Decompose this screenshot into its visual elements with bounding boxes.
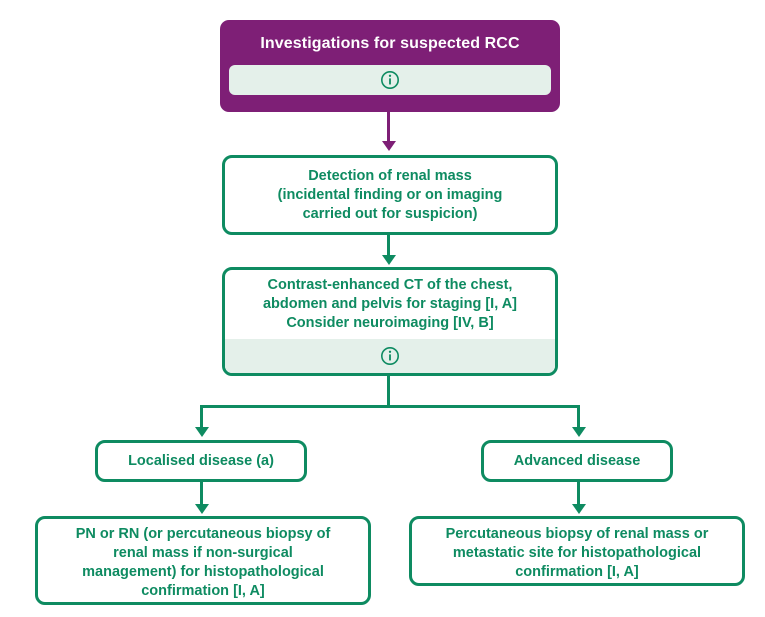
connector-localised-to-treatment (200, 482, 203, 506)
connector-advanced-to-treatment (577, 482, 580, 506)
arrowhead-header-to-detection (381, 141, 396, 151)
connector-header-to-detection (387, 112, 390, 143)
info-circle-icon[interactable] (380, 346, 400, 366)
node-detection-text: Detection of renal mass (incidental find… (277, 167, 503, 222)
connector-detection-to-staging (387, 235, 390, 257)
arrowhead-branch-left (194, 427, 209, 437)
node-advanced-text: Advanced disease (513, 452, 641, 469)
arrowhead-advanced-to-treatment (571, 504, 586, 514)
connector-branch-bus (200, 405, 580, 408)
node-staging-text: Contrast-enhanced CT of the chest, abdom… (262, 277, 518, 331)
connector-staging-stub (387, 376, 390, 405)
arrowhead-localised-to-treatment (194, 504, 209, 514)
node-detection-of-renal-mass[interactable]: Detection of renal mass (incidental find… (222, 155, 558, 235)
arrowhead-branch-right (571, 427, 586, 437)
connector-branch-right-drop (577, 405, 580, 429)
node-localised-treatment-text: PN or RN (or percutaneous biopsy of rena… (75, 526, 331, 599)
page-title: Investigations for suspected RCC (260, 35, 520, 52)
node-localised-treatment[interactable]: PN or RN (or percutaneous biopsy of rena… (35, 516, 371, 605)
node-localised-disease[interactable]: Localised disease (a) (95, 440, 307, 482)
arrowhead-detection-to-staging (381, 255, 396, 265)
info-circle-icon[interactable] (380, 70, 400, 90)
connector-branch-left-drop (200, 405, 203, 429)
node-advanced-treatment-text: Percutaneous biopsy of renal mass or met… (445, 526, 709, 580)
node-advanced-treatment[interactable]: Percutaneous biopsy of renal mass or met… (409, 516, 745, 586)
node-header-investigations[interactable]: Investigations for suspected RCC (220, 20, 560, 112)
header-info-strip[interactable] (229, 65, 551, 95)
node-localised-text: Localised disease (a) (128, 452, 274, 469)
staging-info-strip[interactable] (225, 339, 555, 373)
node-contrast-enhanced-ct-staging[interactable]: Contrast-enhanced CT of the chest, abdom… (222, 267, 558, 376)
node-advanced-disease[interactable]: Advanced disease (481, 440, 673, 482)
